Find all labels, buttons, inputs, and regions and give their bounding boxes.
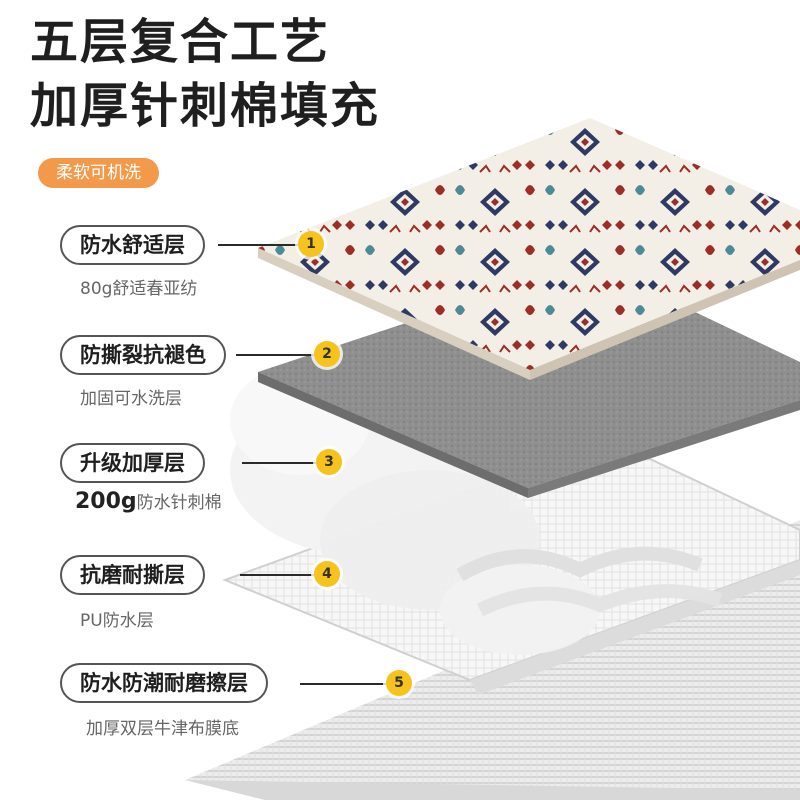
layer-5-marker: 5 (386, 670, 412, 696)
layer-4-marker: 4 (314, 561, 340, 587)
page-title-line2: 加厚针刺棉填充 (30, 78, 381, 134)
layer-1-marker: 1 (298, 231, 324, 257)
page-title-line1: 五层复合工艺 (30, 14, 331, 70)
layer-5-leader-line (300, 683, 386, 685)
layer-3-label: 升级加厚层 (60, 443, 205, 483)
layer-1-subtitle: 80g舒适春亚纺 (80, 279, 198, 299)
layer-2-marker: 2 (314, 341, 340, 367)
layer-3-marker: 3 (316, 449, 342, 475)
layer-5-subtitle: 加厚双层牛津布膜底 (86, 719, 239, 739)
layer-3-subtitle: 200g防水针刺棉 (75, 488, 222, 514)
layer-2-label: 防撕裂抗褪色 (60, 335, 226, 375)
layer-1-label: 防水舒适层 (60, 225, 205, 265)
layer-4-leader-line (240, 574, 314, 576)
layer-3-weight: 200g (75, 489, 137, 514)
layer-3-material: 防水针刺棉 (136, 493, 222, 513)
layer-2-leader-line (236, 354, 314, 356)
layer-1-leader-line (218, 244, 298, 246)
layer-2-subtitle: 加固可水洗层 (80, 389, 182, 409)
layer-5-label: 防水防潮耐磨擦层 (60, 663, 268, 703)
feature-tag: 柔软可机洗 (38, 158, 159, 188)
layer-4-subtitle: PU防水层 (80, 611, 154, 631)
layer-3-leader-line (242, 462, 316, 464)
layer-4-label: 抗磨耐撕层 (60, 555, 205, 595)
